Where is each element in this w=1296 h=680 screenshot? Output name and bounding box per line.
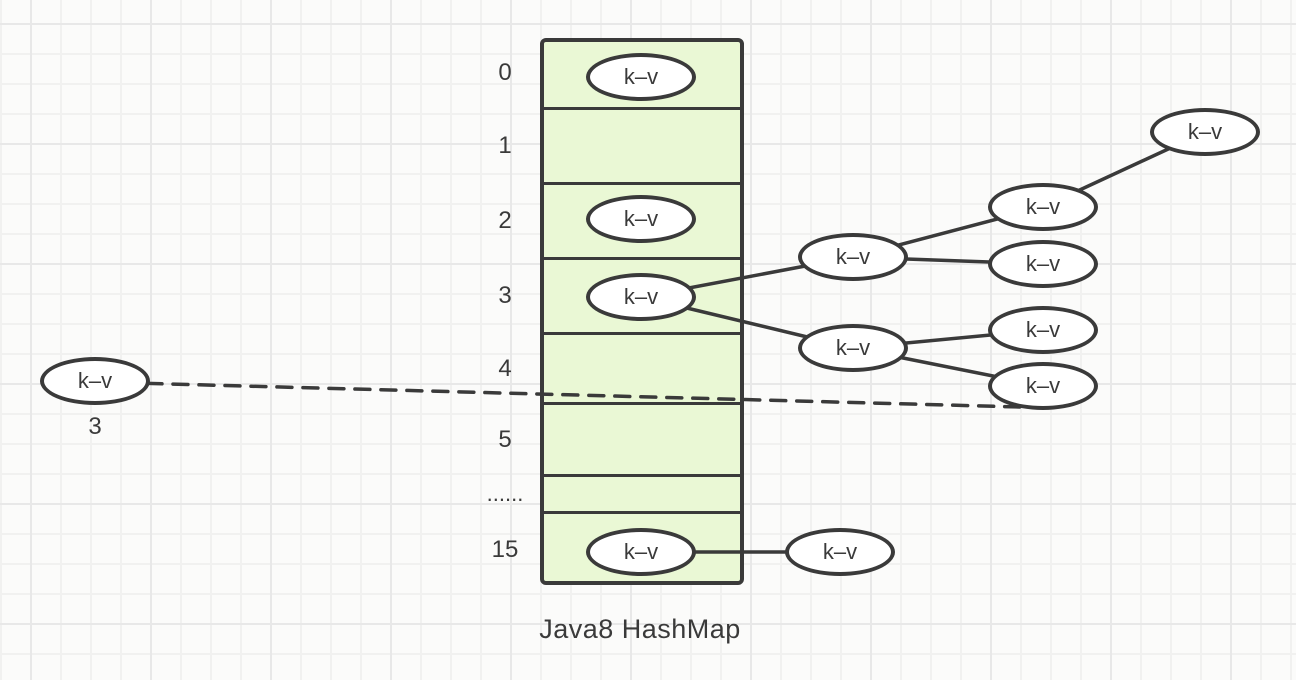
bucket-row-1 <box>544 110 740 185</box>
hashmap-bucket-array <box>540 38 744 585</box>
bucket-row-3 <box>544 260 740 335</box>
bucket-index-1: 1 <box>498 132 512 159</box>
kv-node-tree-lower: k–v <box>798 324 908 372</box>
bucket-index-0: 0 <box>498 59 512 86</box>
kv-node-leaf-top: k–v <box>1150 108 1260 156</box>
kv-node-leaf-c: k–v <box>988 306 1098 354</box>
kv-node-tree-upper: k–v <box>798 233 908 281</box>
kv-node-leaf-d: k–v <box>988 362 1098 410</box>
bucket-row-2 <box>544 185 740 260</box>
bucket-row-0 <box>544 42 740 110</box>
kv-node-list-next: k–v <box>785 528 895 576</box>
dashed-edge-floating-to-leaf-d <box>93 380 1022 409</box>
bucket-row-5 <box>544 405 740 477</box>
bucket-row-ellipsis <box>544 477 740 514</box>
floating-node-annotation: 3 <box>88 413 102 440</box>
bucket-index-3: 3 <box>498 282 512 309</box>
kv-node-floating: k–v <box>40 357 150 405</box>
diagram-title: Java8 HashMap <box>539 614 741 644</box>
kv-node-bucket15: k–v <box>586 528 696 576</box>
bucket-index-4: 4 <box>498 355 512 382</box>
kv-node-leaf-a: k–v <box>988 183 1098 231</box>
bucket-index-2: 2 <box>498 207 512 234</box>
bucket-index-ellipsis: ...... <box>486 481 524 506</box>
kv-node-bucket2: k–v <box>586 195 696 243</box>
kv-node-bucket0: k–v <box>586 53 696 101</box>
bucket-index-5: 5 <box>498 426 512 453</box>
bucket-row-4 <box>544 335 740 405</box>
bucket-index-15: 15 <box>491 536 519 563</box>
kv-node-leaf-b: k–v <box>988 240 1098 288</box>
kv-node-bucket3: k–v <box>586 273 696 321</box>
